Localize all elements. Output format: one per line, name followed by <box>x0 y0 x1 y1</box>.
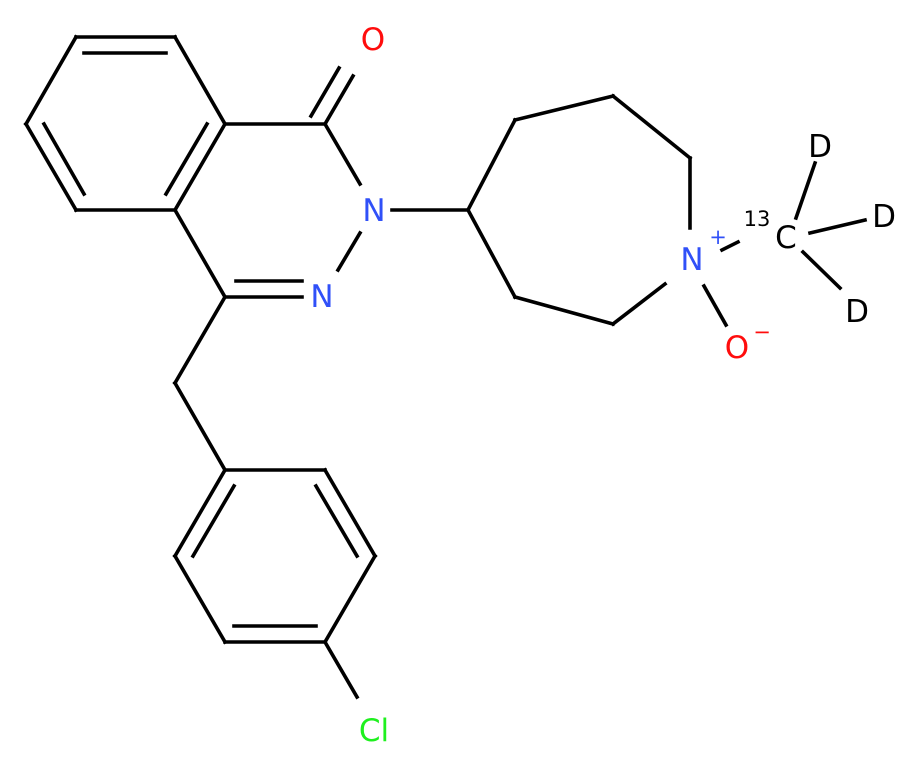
bond <box>322 121 363 187</box>
bond <box>793 160 818 221</box>
bond <box>512 93 616 123</box>
carbon-13-mass-number: 13 <box>744 207 771 231</box>
bond <box>23 34 79 127</box>
bond <box>172 207 228 300</box>
bond <box>465 117 518 213</box>
n2-label: N <box>362 193 385 229</box>
nitrogen-positive-charge: + <box>709 225 727 249</box>
azepane-nitrogen-label: N <box>680 242 703 278</box>
bond <box>512 294 616 327</box>
carbonyl-oxygen-label: O <box>361 22 385 58</box>
bond <box>465 207 518 300</box>
bond-inner <box>313 483 360 559</box>
bond <box>322 73 356 127</box>
bond <box>610 93 693 161</box>
chlorine-label: Cl <box>359 713 389 749</box>
bond <box>335 230 363 273</box>
bond-inner <box>163 121 210 197</box>
bond <box>610 281 668 327</box>
bond <box>322 553 378 645</box>
bond-inner <box>190 483 237 559</box>
carbon-13-label: C <box>775 220 797 256</box>
bond-inner <box>41 121 87 197</box>
deuterium-label-3: D <box>845 294 869 330</box>
deuterium-label-2: D <box>872 199 896 235</box>
bond <box>322 467 378 559</box>
bond <box>172 553 228 645</box>
bond <box>172 34 228 127</box>
n3-label: N <box>310 279 333 315</box>
bond <box>23 121 79 213</box>
bond <box>172 294 228 386</box>
oxygen-negative-charge: − <box>753 320 771 344</box>
bond <box>807 217 868 236</box>
bond <box>308 65 342 119</box>
deuterium-label-1: D <box>808 129 832 165</box>
bond <box>322 639 360 700</box>
oxide-oxygen-label: O <box>725 330 749 366</box>
bond <box>719 239 741 253</box>
bond <box>701 283 729 328</box>
bond <box>172 380 228 473</box>
bond-lines <box>23 34 868 700</box>
bond <box>172 467 228 559</box>
bond <box>800 249 843 291</box>
bond <box>172 121 228 213</box>
